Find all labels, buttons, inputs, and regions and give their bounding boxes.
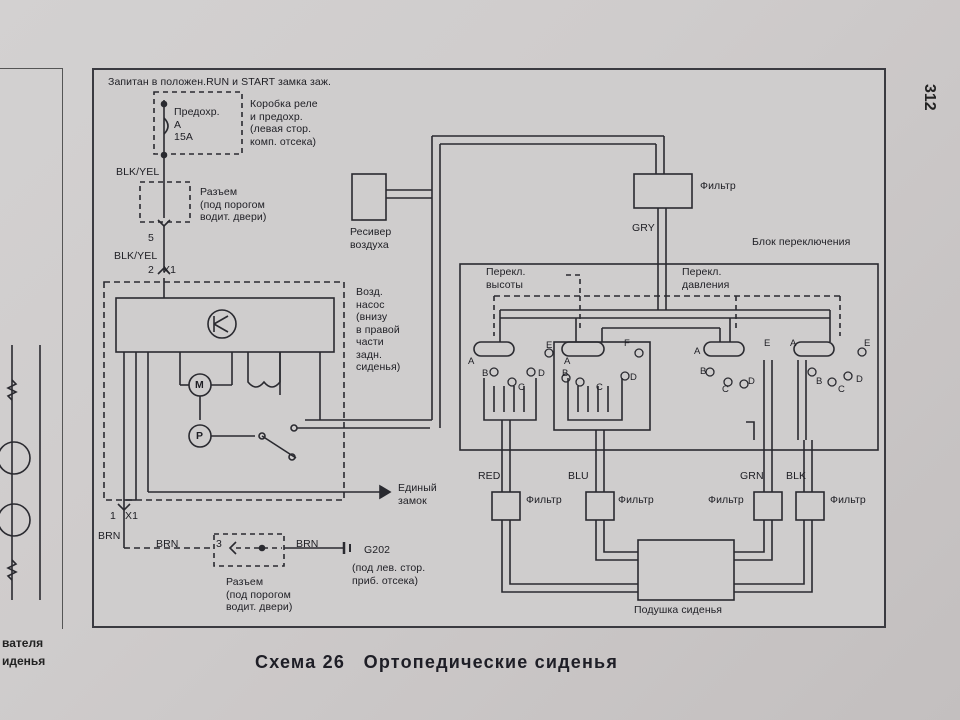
cushion-label: Подушка сиденья [634, 604, 723, 616]
port-d-2: D [630, 372, 637, 383]
wire-label-grn: GRN [740, 470, 764, 482]
connector-2-outline [213, 533, 285, 567]
port-a-2: A [564, 356, 571, 367]
filter-red [491, 491, 521, 521]
pump-enclosure [103, 281, 345, 501]
port-f-2: F [624, 338, 630, 349]
filter-3-label: Фильтр [708, 494, 744, 506]
port-c-3: C [722, 384, 729, 395]
height-switch-label: Перекл. высоты [486, 266, 526, 291]
power-label: Запитан в положен.RUN и START замка заж. [108, 76, 331, 88]
pin-2-x1-label: 2 X1 [148, 264, 177, 276]
pressure-switch-label: Перекл. давления [682, 266, 730, 291]
pin-5-label: 5 [148, 232, 154, 244]
connector-1-outline [139, 181, 191, 223]
transistor-symbol [207, 309, 237, 339]
filter-2-label: Фильтр [618, 494, 654, 506]
ground-label: G202 [364, 544, 391, 556]
port-a-4: A [790, 338, 797, 349]
valve-group-3 [703, 341, 773, 440]
wire-label-brn-2: BRN [156, 538, 179, 550]
port-d-3: D [748, 376, 755, 387]
wire-label-gry: GRY [632, 222, 655, 234]
filter-blk [795, 491, 825, 521]
valve-group-2 [553, 341, 651, 431]
motor-label: M [195, 379, 204, 391]
filter-blu [585, 491, 615, 521]
fuse-symbol [163, 117, 169, 135]
filter-top-label: Фильтр [700, 180, 736, 192]
filter-4-label: Фильтр [830, 494, 866, 506]
port-e-1: E [546, 340, 553, 351]
pin-1-x1-label: 1 X1 [110, 510, 139, 522]
filter-top [633, 173, 693, 209]
relay-box-outline [153, 91, 243, 155]
port-c-4: C [838, 384, 845, 395]
left-page-circuit [0, 345, 41, 600]
wire-label-brn-1: BRN [98, 530, 121, 542]
wire-label-blk-yel-2: BLK/YEL [114, 250, 158, 262]
valve-ports [489, 347, 867, 389]
receiver-label: Ресивер воздуха [350, 226, 392, 251]
switch-block-label: Блок переключения [752, 236, 851, 248]
solenoid-symbol [247, 352, 281, 388]
air-receiver [351, 173, 387, 221]
port-d-1: D [538, 368, 545, 379]
port-b-1: B [482, 368, 489, 379]
port-e-3: E [764, 338, 771, 349]
port-e-4: E [864, 338, 871, 349]
wire-label-blu: BLU [568, 470, 589, 482]
port-b-3: B [700, 366, 707, 377]
filter-1-label: Фильтр [526, 494, 562, 506]
wire-label-blk-yel-1: BLK/YEL [116, 166, 160, 178]
port-c-2: C [596, 382, 603, 393]
port-b-4: B [816, 376, 823, 387]
valve-group-4 [793, 341, 835, 440]
valve-group-1 [473, 341, 537, 421]
pump-label: Возд. насос (внизу в правой части задн. … [356, 286, 401, 373]
left-page-fragment [0, 68, 63, 629]
port-b-2: B [562, 368, 569, 379]
figure-caption: Схема 26 Ортопедические сиденья [255, 652, 619, 672]
seat-cushion [637, 539, 735, 601]
wire-label-brn-3: BRN [296, 538, 319, 550]
relay-box-label: Коробка реле и предохр. (левая стор. ком… [250, 98, 318, 148]
port-a-3: A [694, 346, 701, 357]
wire-label-blk: BLK [786, 470, 807, 482]
connector-2-label: Разъем (под порогом водит. двери) [226, 576, 293, 613]
pump-controller [115, 297, 335, 353]
pin-3-label: 3 [216, 538, 222, 550]
left-page-text-1: вателя [2, 636, 44, 650]
port-c-1: C [518, 382, 525, 393]
connector-1-label: Разъем (под порогом водит. двери) [200, 186, 267, 223]
filter-grn [753, 491, 783, 521]
fuse-label: Предохр. A 15A [174, 106, 220, 143]
wire-label-red: RED [478, 470, 501, 482]
switch-block [459, 263, 879, 451]
pressure-switch-p-label: P [196, 430, 204, 442]
left-page-text-2: иденья [2, 654, 46, 668]
port-a-1: A [468, 356, 475, 367]
central-lock-label: Единый замок [398, 482, 437, 507]
connector-1-pin [157, 219, 171, 228]
ground-location-label: (под лев. стор. приб. отсека) [352, 562, 426, 587]
port-d-4: D [856, 374, 863, 385]
